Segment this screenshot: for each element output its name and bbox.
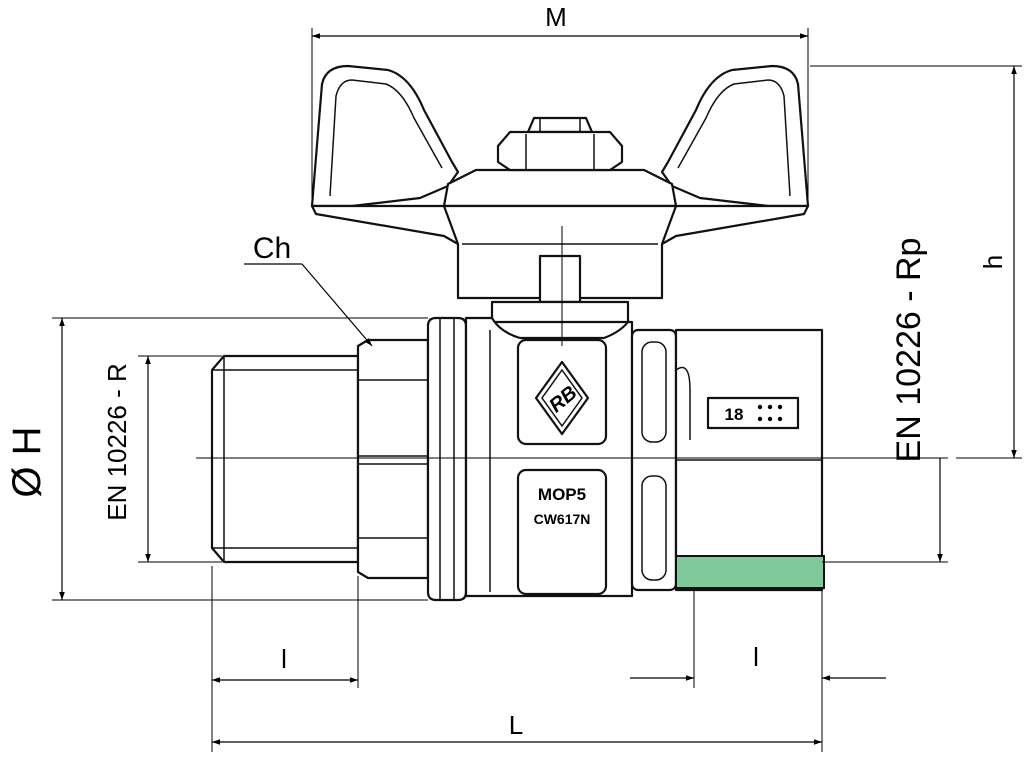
dimension-diameter: Ø H xyxy=(5,317,428,601)
dimension-label-ch: Ch xyxy=(253,232,291,265)
hex-wrench-flats xyxy=(356,338,430,580)
dimension-label-l-overall: L xyxy=(509,710,523,740)
dimension-label-l-right: l xyxy=(753,642,759,672)
dimension-l-overall: L xyxy=(212,710,822,745)
manufacturer-logo: RB xyxy=(534,360,590,436)
valve-stem xyxy=(490,254,630,324)
male-thread-end xyxy=(210,354,360,564)
dimension-l-right: l xyxy=(630,590,886,752)
male-thread-standard: EN 10226 - R xyxy=(102,363,132,521)
valve-body xyxy=(464,316,634,598)
size-label: 18 xyxy=(706,396,800,430)
dimension-h: h xyxy=(810,65,1022,459)
dimension-m: M xyxy=(311,2,809,200)
flange-ring xyxy=(426,316,468,602)
female-thread-end xyxy=(630,328,825,592)
handle-nut xyxy=(496,116,624,172)
dimension-label-m: M xyxy=(545,2,567,32)
material-marking: CW617N xyxy=(534,511,591,527)
dimension-label-h: h xyxy=(978,255,1008,269)
male-thread-dimension: EN 10226 - R xyxy=(102,355,222,563)
size-marking: 18 xyxy=(725,405,744,424)
dimension-l-left: l xyxy=(211,566,359,752)
dimension-label-diameter: Ø H xyxy=(5,426,49,497)
thread-engagement-highlight xyxy=(675,555,825,589)
dimension-ch: Ch xyxy=(244,232,373,347)
mop-marking: MOP5 xyxy=(538,485,586,504)
female-thread-dimension: EN 10226 - Rp xyxy=(822,238,948,563)
butterfly-handle xyxy=(310,64,810,300)
female-thread-standard: EN 10226 - Rp xyxy=(890,238,928,463)
dimension-label-l-left: l xyxy=(281,644,287,674)
